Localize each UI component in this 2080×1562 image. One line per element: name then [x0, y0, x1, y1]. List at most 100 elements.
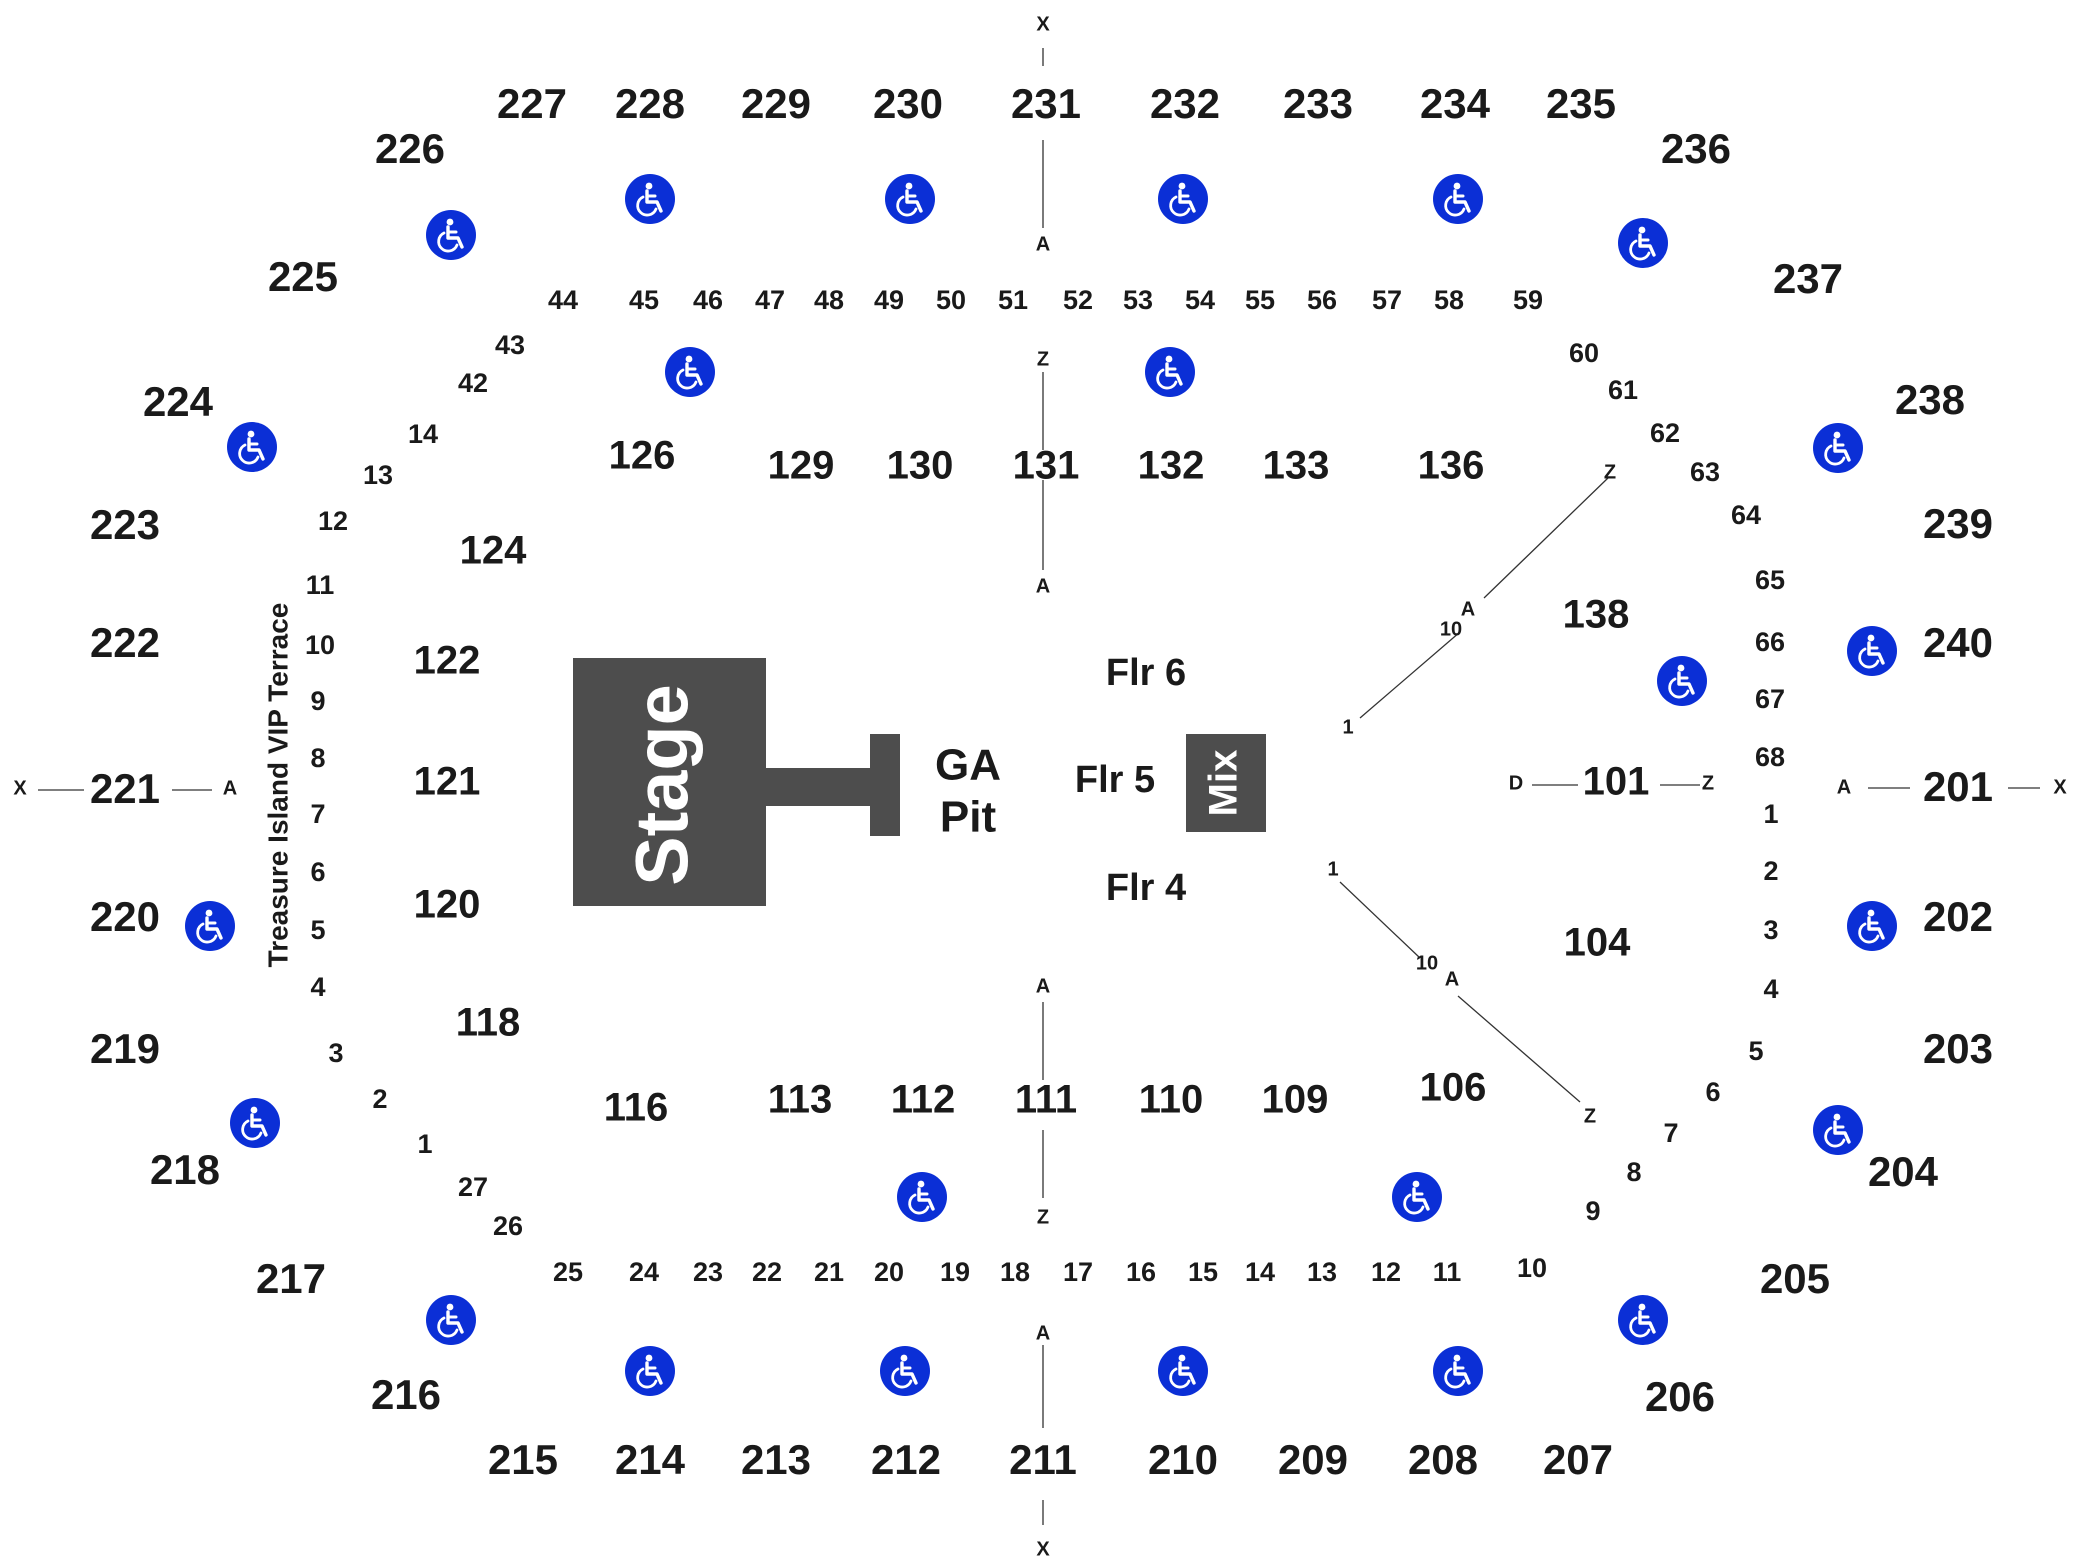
floor-4[interactable]: Flr 4 [1106, 867, 1186, 909]
section-116[interactable]: 116 [604, 1086, 669, 1130]
section-236[interactable]: 236 [1661, 125, 1731, 172]
wheelchair-icon[interactable] [183, 899, 237, 953]
section-235[interactable]: 235 [1546, 80, 1616, 127]
section-231[interactable]: 231 [1011, 80, 1081, 127]
row-letter-x-top: X [1036, 13, 1050, 35]
section-133[interactable]: 133 [1263, 444, 1330, 488]
wheelchair-icon[interactable] [623, 1344, 677, 1398]
section-226[interactable]: 226 [375, 125, 445, 172]
section-215[interactable]: 215 [488, 1436, 558, 1483]
wheelchair-icon[interactable] [228, 1096, 282, 1150]
wheelchair-icon[interactable] [1655, 654, 1709, 708]
section-217[interactable]: 217 [256, 1255, 326, 1302]
wheelchair-icon[interactable] [1156, 172, 1210, 226]
section-228[interactable]: 228 [615, 80, 685, 127]
section-219[interactable]: 219 [90, 1025, 160, 1072]
section-209[interactable]: 209 [1278, 1436, 1348, 1483]
section-118[interactable]: 118 [456, 1001, 521, 1045]
vip-terrace-label[interactable]: Treasure Island VIP Terrace [262, 603, 293, 968]
section-101[interactable]: 101 [1583, 760, 1650, 804]
section-205[interactable]: 205 [1760, 1255, 1830, 1302]
section-229[interactable]: 229 [741, 80, 811, 127]
section-124[interactable]: 124 [460, 529, 527, 573]
section-240[interactable]: 240 [1923, 619, 1993, 666]
section-136[interactable]: 136 [1418, 444, 1485, 488]
wheelchair-icon[interactable] [1616, 216, 1670, 270]
section-238[interactable]: 238 [1895, 376, 1965, 423]
section-132[interactable]: 132 [1138, 444, 1205, 488]
section-223[interactable]: 223 [90, 501, 160, 548]
section-203[interactable]: 203 [1923, 1025, 1993, 1072]
stage[interactable]: Stage [573, 658, 766, 906]
wheelchair-icon[interactable] [1811, 1103, 1865, 1157]
ga-pit-runway [766, 734, 900, 836]
section-237[interactable]: 237 [1773, 255, 1843, 302]
section-120[interactable]: 120 [414, 883, 481, 927]
section-126[interactable]: 126 [609, 434, 676, 478]
section-220[interactable]: 220 [90, 893, 160, 940]
section-208[interactable]: 208 [1408, 1436, 1478, 1483]
row-number: 58 [1434, 285, 1464, 315]
wheelchair-icon[interactable] [225, 420, 279, 474]
wheelchair-icon[interactable] [424, 1293, 478, 1347]
section-216[interactable]: 216 [371, 1371, 441, 1418]
section-130[interactable]: 130 [887, 444, 954, 488]
section-206[interactable]: 206 [1645, 1373, 1715, 1420]
section-227[interactable]: 227 [497, 80, 567, 127]
section-214[interactable]: 214 [615, 1436, 686, 1483]
row-number: 27 [458, 1172, 488, 1202]
section-204[interactable]: 204 [1868, 1148, 1939, 1195]
wheelchair-icon[interactable] [1390, 1170, 1444, 1224]
wheelchair-icon[interactable] [878, 1344, 932, 1398]
section-138[interactable]: 138 [1563, 593, 1630, 637]
section-210[interactable]: 210 [1148, 1436, 1218, 1483]
row-letter-a-left: A [223, 777, 237, 799]
section-111[interactable]: 111 [1015, 1078, 1077, 1122]
section-112[interactable]: 112 [891, 1078, 956, 1122]
wheelchair-icon[interactable] [1616, 1293, 1670, 1347]
ga-pit-label[interactable]: GA Pit [935, 741, 1001, 842]
row-number: 8 [310, 743, 325, 773]
wheelchair-icon[interactable] [1431, 1344, 1485, 1398]
section-234[interactable]: 234 [1420, 80, 1491, 127]
section-230[interactable]: 230 [873, 80, 943, 127]
section-106[interactable]: 106 [1420, 1066, 1487, 1110]
section-225[interactable]: 225 [268, 253, 338, 300]
section-109[interactable]: 109 [1262, 1078, 1329, 1122]
section-202[interactable]: 202 [1923, 893, 1993, 940]
floor-6[interactable]: Flr 6 [1106, 652, 1186, 694]
wheelchair-icon[interactable] [663, 345, 717, 399]
section-224[interactable]: 224 [143, 378, 214, 425]
section-121[interactable]: 121 [414, 760, 481, 804]
section-122[interactable]: 122 [414, 639, 481, 683]
section-129[interactable]: 129 [768, 444, 835, 488]
section-212[interactable]: 212 [871, 1436, 941, 1483]
section-218[interactable]: 218 [150, 1146, 220, 1193]
section-131[interactable]: 131 [1013, 444, 1080, 488]
section-221[interactable]: 221 [90, 765, 160, 812]
mix-row-numbers: 10 1 1 10 [1327, 618, 1462, 974]
wheelchair-icon[interactable] [895, 1170, 949, 1224]
section-232[interactable]: 232 [1150, 80, 1220, 127]
section-207[interactable]: 207 [1543, 1436, 1613, 1483]
wheelchair-icon[interactable] [1811, 421, 1865, 475]
section-239[interactable]: 239 [1923, 500, 1993, 547]
section-211[interactable]: 211 [1009, 1436, 1077, 1483]
section-233[interactable]: 233 [1283, 80, 1353, 127]
wheelchair-icon[interactable] [424, 208, 478, 262]
upper-sections: 201 202 203 204 205 206 207 208 209 210 … [90, 80, 1993, 1483]
section-213[interactable]: 213 [741, 1436, 811, 1483]
section-201[interactable]: 201 [1923, 763, 1993, 810]
section-110[interactable]: 110 [1139, 1078, 1204, 1122]
wheelchair-icon[interactable] [1845, 899, 1899, 953]
wheelchair-icon[interactable] [1156, 1344, 1210, 1398]
wheelchair-icon[interactable] [1431, 172, 1485, 226]
wheelchair-icon[interactable] [1143, 345, 1197, 399]
wheelchair-icon[interactable] [623, 172, 677, 226]
section-222[interactable]: 222 [90, 619, 160, 666]
section-113[interactable]: 113 [768, 1078, 833, 1122]
section-104[interactable]: 104 [1564, 921, 1631, 965]
wheelchair-icon[interactable] [883, 172, 937, 226]
wheelchair-icon[interactable] [1845, 624, 1899, 678]
floor-5[interactable]: Flr 5 [1075, 759, 1155, 801]
